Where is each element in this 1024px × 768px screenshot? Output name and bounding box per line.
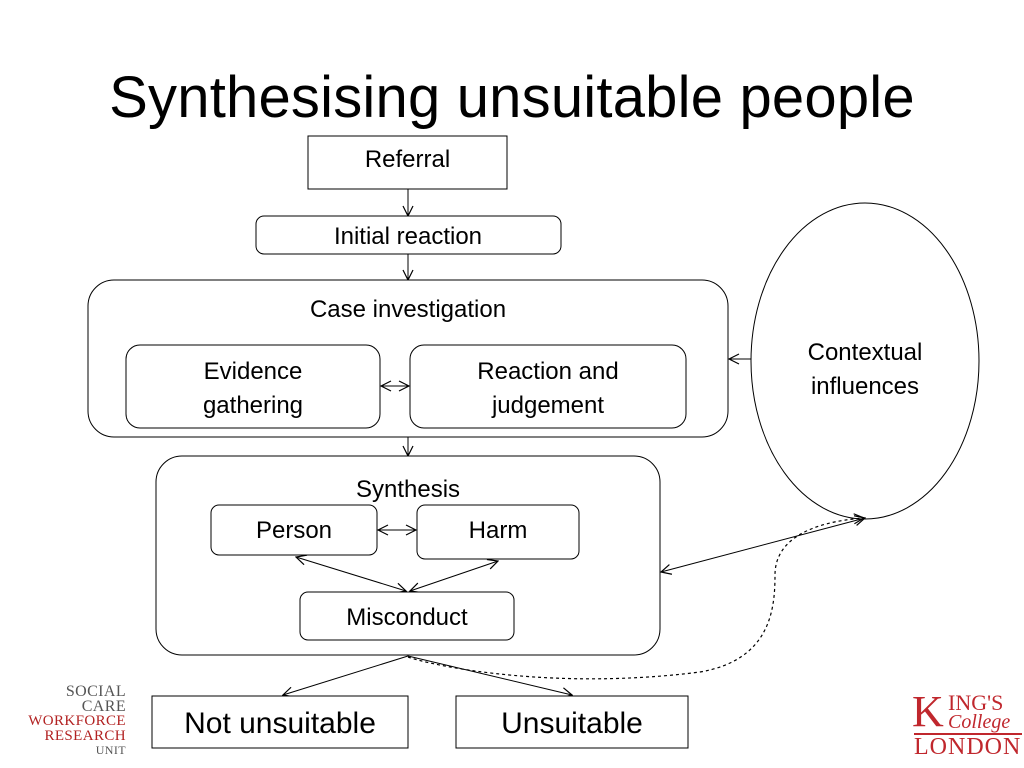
kings-logo-k: K xyxy=(912,687,944,736)
arrow-to-unsuitable xyxy=(407,655,572,695)
person-label: Person xyxy=(256,517,332,544)
scwru-logo-line3: WORKFORCE xyxy=(28,713,126,729)
unsuitable-box xyxy=(455,695,689,749)
not-unsuitable-box xyxy=(151,695,409,749)
reaction-judgement-box xyxy=(409,344,687,429)
kings-logo-rule xyxy=(914,733,1022,735)
scwru-logo: SOCIAL CARE WORKFORCE RESEARCH UNIT xyxy=(14,683,126,757)
kings-logo-ings: ING'S xyxy=(948,690,1004,715)
evidence-gathering-label-line2: gathering xyxy=(203,392,303,419)
kings-logo-college: College xyxy=(948,711,1011,733)
arrow-person-misconduct xyxy=(296,557,406,591)
scwru-logo-line4: RESEARCH xyxy=(44,728,126,744)
arrow-contextual-synthesis xyxy=(661,518,865,572)
harm-label: Harm xyxy=(469,517,528,544)
contextual-influences-line2: influences xyxy=(811,373,919,400)
arrow-to-not-unsuitable xyxy=(283,655,409,695)
synthesis-label: Synthesis xyxy=(356,476,460,503)
dashed-feedback-curve xyxy=(407,518,864,680)
slide-title: Synthesising unsuitable people xyxy=(109,65,915,130)
contextual-influences-line1: Contextual xyxy=(808,339,923,366)
not-unsuitable-label: Not unsuitable xyxy=(184,707,376,740)
reaction-judgement-label-line1: Reaction and xyxy=(477,358,618,385)
referral-box xyxy=(307,135,508,190)
kings-logo-london: LONDON xyxy=(914,734,1022,760)
scwru-logo-line2: CARE xyxy=(81,698,126,715)
unsuitable-label: Unsuitable xyxy=(501,707,643,740)
misconduct-label: Misconduct xyxy=(346,604,468,631)
evidence-gathering-label-line1: Evidence xyxy=(204,358,303,385)
case-investigation-label: Case investigation xyxy=(310,296,506,323)
scwru-logo-line5: UNIT xyxy=(95,743,126,757)
kings-college-london-logo: K ING'S College LONDON xyxy=(904,688,1022,764)
misconduct-box xyxy=(299,591,515,641)
initial-reaction-label: Initial reaction xyxy=(334,223,482,250)
arrow-harm-misconduct xyxy=(410,561,498,591)
reaction-judgement-label-line2: judgement xyxy=(491,392,604,419)
scwru-logo-line1: SOCIAL xyxy=(65,683,126,700)
referral-label: Referral xyxy=(365,146,450,173)
